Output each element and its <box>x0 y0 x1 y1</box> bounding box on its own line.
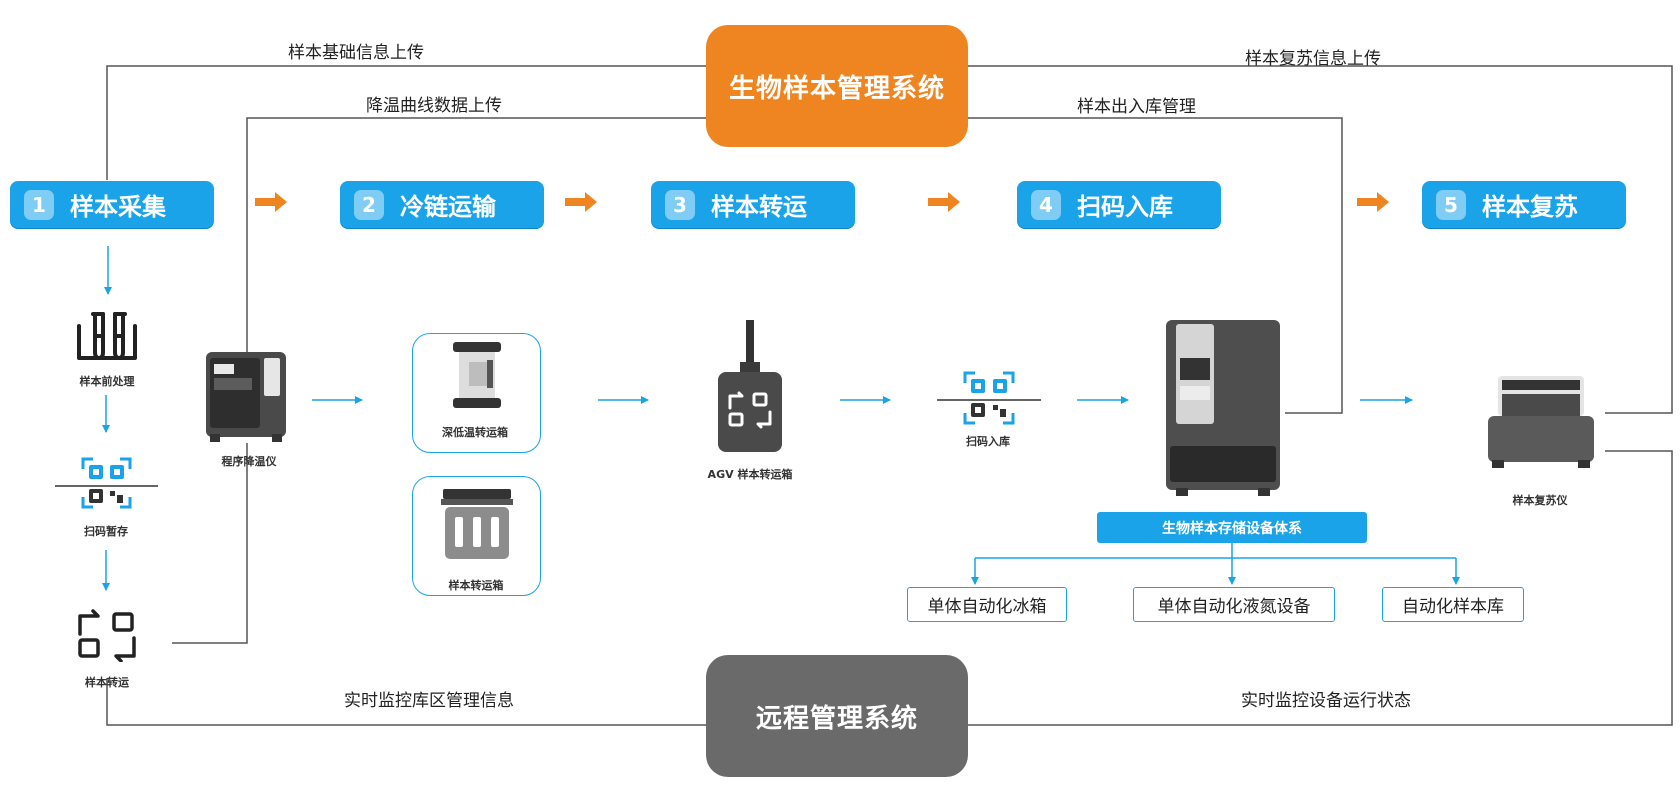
caption-transfer-box: 样本转运箱 <box>448 579 504 592</box>
step-number: 5 <box>1436 189 1466 220</box>
step-label: 冷链运输 <box>400 193 496 221</box>
orange-arrow-4 <box>1357 192 1389 212</box>
line-revival-info <box>968 65 1673 414</box>
line-cooling-curve <box>246 117 706 352</box>
flow-label-inout: 样本出入库管理 <box>1077 97 1196 117</box>
step-number: 2 <box>354 189 384 220</box>
caption-cooler: 程序降温仪 <box>221 455 277 468</box>
step-number: 3 <box>665 189 695 220</box>
line-monitor-device <box>968 450 1673 726</box>
agv-transfer-box-icon <box>718 320 782 452</box>
caption-agv: AGV 样本转运箱 <box>707 468 793 481</box>
storage-system-bar[interactable]: 生物样本存储设备体系 <box>1097 512 1367 543</box>
step-label: 样本转运 <box>711 193 807 221</box>
line-monitor-area <box>106 678 706 726</box>
orange-arrow-2 <box>565 192 597 212</box>
storage-item-auto-biobank[interactable]: 自动化样本库 <box>1382 587 1524 622</box>
caption-transfer: 样本转运 <box>85 676 129 689</box>
qr-scan-in-icon <box>937 371 1041 425</box>
bio-sample-management-system[interactable]: 生物样本管理系统 <box>706 25 968 147</box>
flow-label-basic-info: 样本基础信息上传 <box>288 43 424 63</box>
remote-management-system[interactable]: 远程管理系统 <box>706 655 968 777</box>
caption-deep-box: 深低温转运箱 <box>442 426 508 439</box>
step-2[interactable]: 2 冷链运输 <box>340 181 544 228</box>
flow-label-monitor-area: 实时监控库区管理信息 <box>344 691 514 711</box>
flow-label-revival-info: 样本复苏信息上传 <box>1245 49 1381 69</box>
step-label: 样本复苏 <box>1482 193 1578 221</box>
program-cooler-device-icon <box>206 352 286 442</box>
transfer-swap-icon <box>78 609 136 662</box>
caption-reviver: 样本复苏仪 <box>1512 494 1568 507</box>
storage-equipment-icon <box>1166 320 1280 496</box>
line-transfer-to-cooler <box>172 443 248 644</box>
deep-cryo-box-icon <box>453 342 501 408</box>
step-number: 4 <box>1031 189 1061 220</box>
step-5[interactable]: 5 样本复苏 <box>1422 181 1626 228</box>
flow-label-monitor-device: 实时监控设备运行状态 <box>1241 691 1411 711</box>
sample-transfer-box-icon <box>441 489 513 559</box>
step-4[interactable]: 4 扫码入库 <box>1017 181 1221 228</box>
line-inout <box>968 117 1343 414</box>
caption-pretreat: 样本前处理 <box>79 375 135 388</box>
test-tubes-icon <box>77 312 137 360</box>
step-label: 扫码入库 <box>1077 193 1173 221</box>
caption-scan-stage: 扫码暂存 <box>84 525 128 538</box>
orange-arrow-1 <box>255 192 287 212</box>
sample-reviver-device-icon <box>1488 376 1594 468</box>
flow-label-cooling-curve: 降温曲线数据上传 <box>366 96 502 116</box>
qr-scan-icon <box>55 457 158 509</box>
storage-item-auto-freezer[interactable]: 单体自动化冰箱 <box>907 587 1067 622</box>
storage-item-liquid-nitrogen[interactable]: 单体自动化液氮设备 <box>1133 587 1335 622</box>
orange-arrow-3 <box>928 192 960 212</box>
caption-scan-in: 扫码入库 <box>966 435 1010 448</box>
step-number: 1 <box>24 189 54 220</box>
step-label: 样本采集 <box>70 193 166 221</box>
step-3[interactable]: 3 样本转运 <box>651 181 855 228</box>
line-basic-info <box>106 65 706 180</box>
step-1[interactable]: 1 样本采集 <box>10 181 214 228</box>
